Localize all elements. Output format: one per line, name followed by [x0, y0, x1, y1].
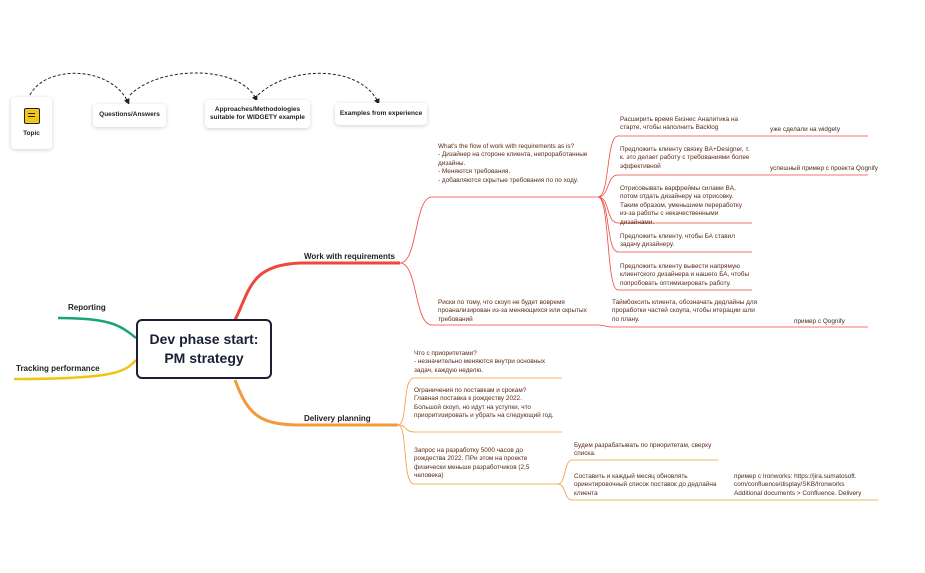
work-question-flow[interactable]: What's the flow of work with requirement… [438, 143, 588, 184]
legend-arrow-2 [129, 72, 258, 102]
legend-questions-card: Questions/Answers [93, 104, 166, 127]
delivery-approach-1[interactable]: Будем разрабатывать по приоритетам, свер… [574, 442, 712, 458]
legend-examples-card: Examples from experience [335, 103, 427, 125]
work-example-3[interactable]: пример с Qognify [794, 318, 845, 325]
legend-topic-card: Topic [11, 97, 52, 149]
central-topic[interactable]: Dev phase start: PM strategy [136, 319, 272, 379]
delivery-main-branch [233, 379, 398, 427]
delivery-approach-2[interactable]: Составить и каждый месяц обновлять ориен… [574, 473, 717, 497]
work-example-2[interactable]: успешный пример с проекта Qognify [770, 165, 878, 172]
work-question-risks[interactable]: Риски по тому, что скоуп не будет воврем… [438, 299, 587, 323]
delivery-question-priorities[interactable]: Что с приоритетами? - незначительно меня… [414, 350, 546, 374]
branch-delivery-planning[interactable]: Delivery planning [304, 414, 371, 423]
delivery-question-constraints[interactable]: Ограничения по поставкам и срокам? Главн… [414, 387, 554, 420]
work-approach-1[interactable]: Расширить время Бизнес Аналитика на стар… [620, 116, 739, 132]
legend-approaches-label: Approaches/Methodologies suitable for WI… [210, 105, 305, 121]
work-approach-6[interactable]: Таймбоксить клиента, обозначать дедлайны… [612, 299, 758, 323]
work-approach-2[interactable]: Предложить клиенту связку BA+Designer, т… [620, 146, 750, 170]
work-approach-4[interactable]: Предложить клиенту, чтобы БА ставил зада… [620, 233, 735, 249]
sticky-note-icon [23, 107, 40, 124]
legend-arrow-3 [257, 72, 380, 105]
legend-examples-label: Examples from experience [339, 109, 423, 117]
branch-work-with-requirements[interactable]: Work with requirements [304, 252, 395, 261]
reporting-branch [57, 316, 137, 339]
legend-approaches-card: Approaches/Methodologies suitable for WI… [205, 100, 310, 128]
delivery-example-1[interactable]: пример с Ironworks: https://jira.sumatos… [734, 473, 862, 497]
legend-arrow-1 [29, 72, 130, 105]
delivery-question-request[interactable]: Запрос на разработку 5000 часов до рожде… [414, 447, 530, 480]
legend-topic-label: Topic [23, 129, 40, 137]
central-title: Dev phase start: PM strategy [149, 331, 259, 366]
branch-tracking-performance[interactable]: Tracking performance [16, 364, 100, 373]
work-example-1[interactable]: уже сделали на widgety [770, 126, 841, 133]
legend-questions-label: Questions/Answers [99, 111, 160, 119]
work-main-branch [233, 261, 400, 321]
tracking-branch [13, 359, 137, 381]
work-approach-5[interactable]: Предложить клиенту вывести напрямую клие… [620, 263, 750, 287]
work-approach-3[interactable]: Отрисовывать варфреймы силами BA, потом … [620, 185, 742, 226]
branch-reporting[interactable]: Reporting [68, 303, 106, 312]
